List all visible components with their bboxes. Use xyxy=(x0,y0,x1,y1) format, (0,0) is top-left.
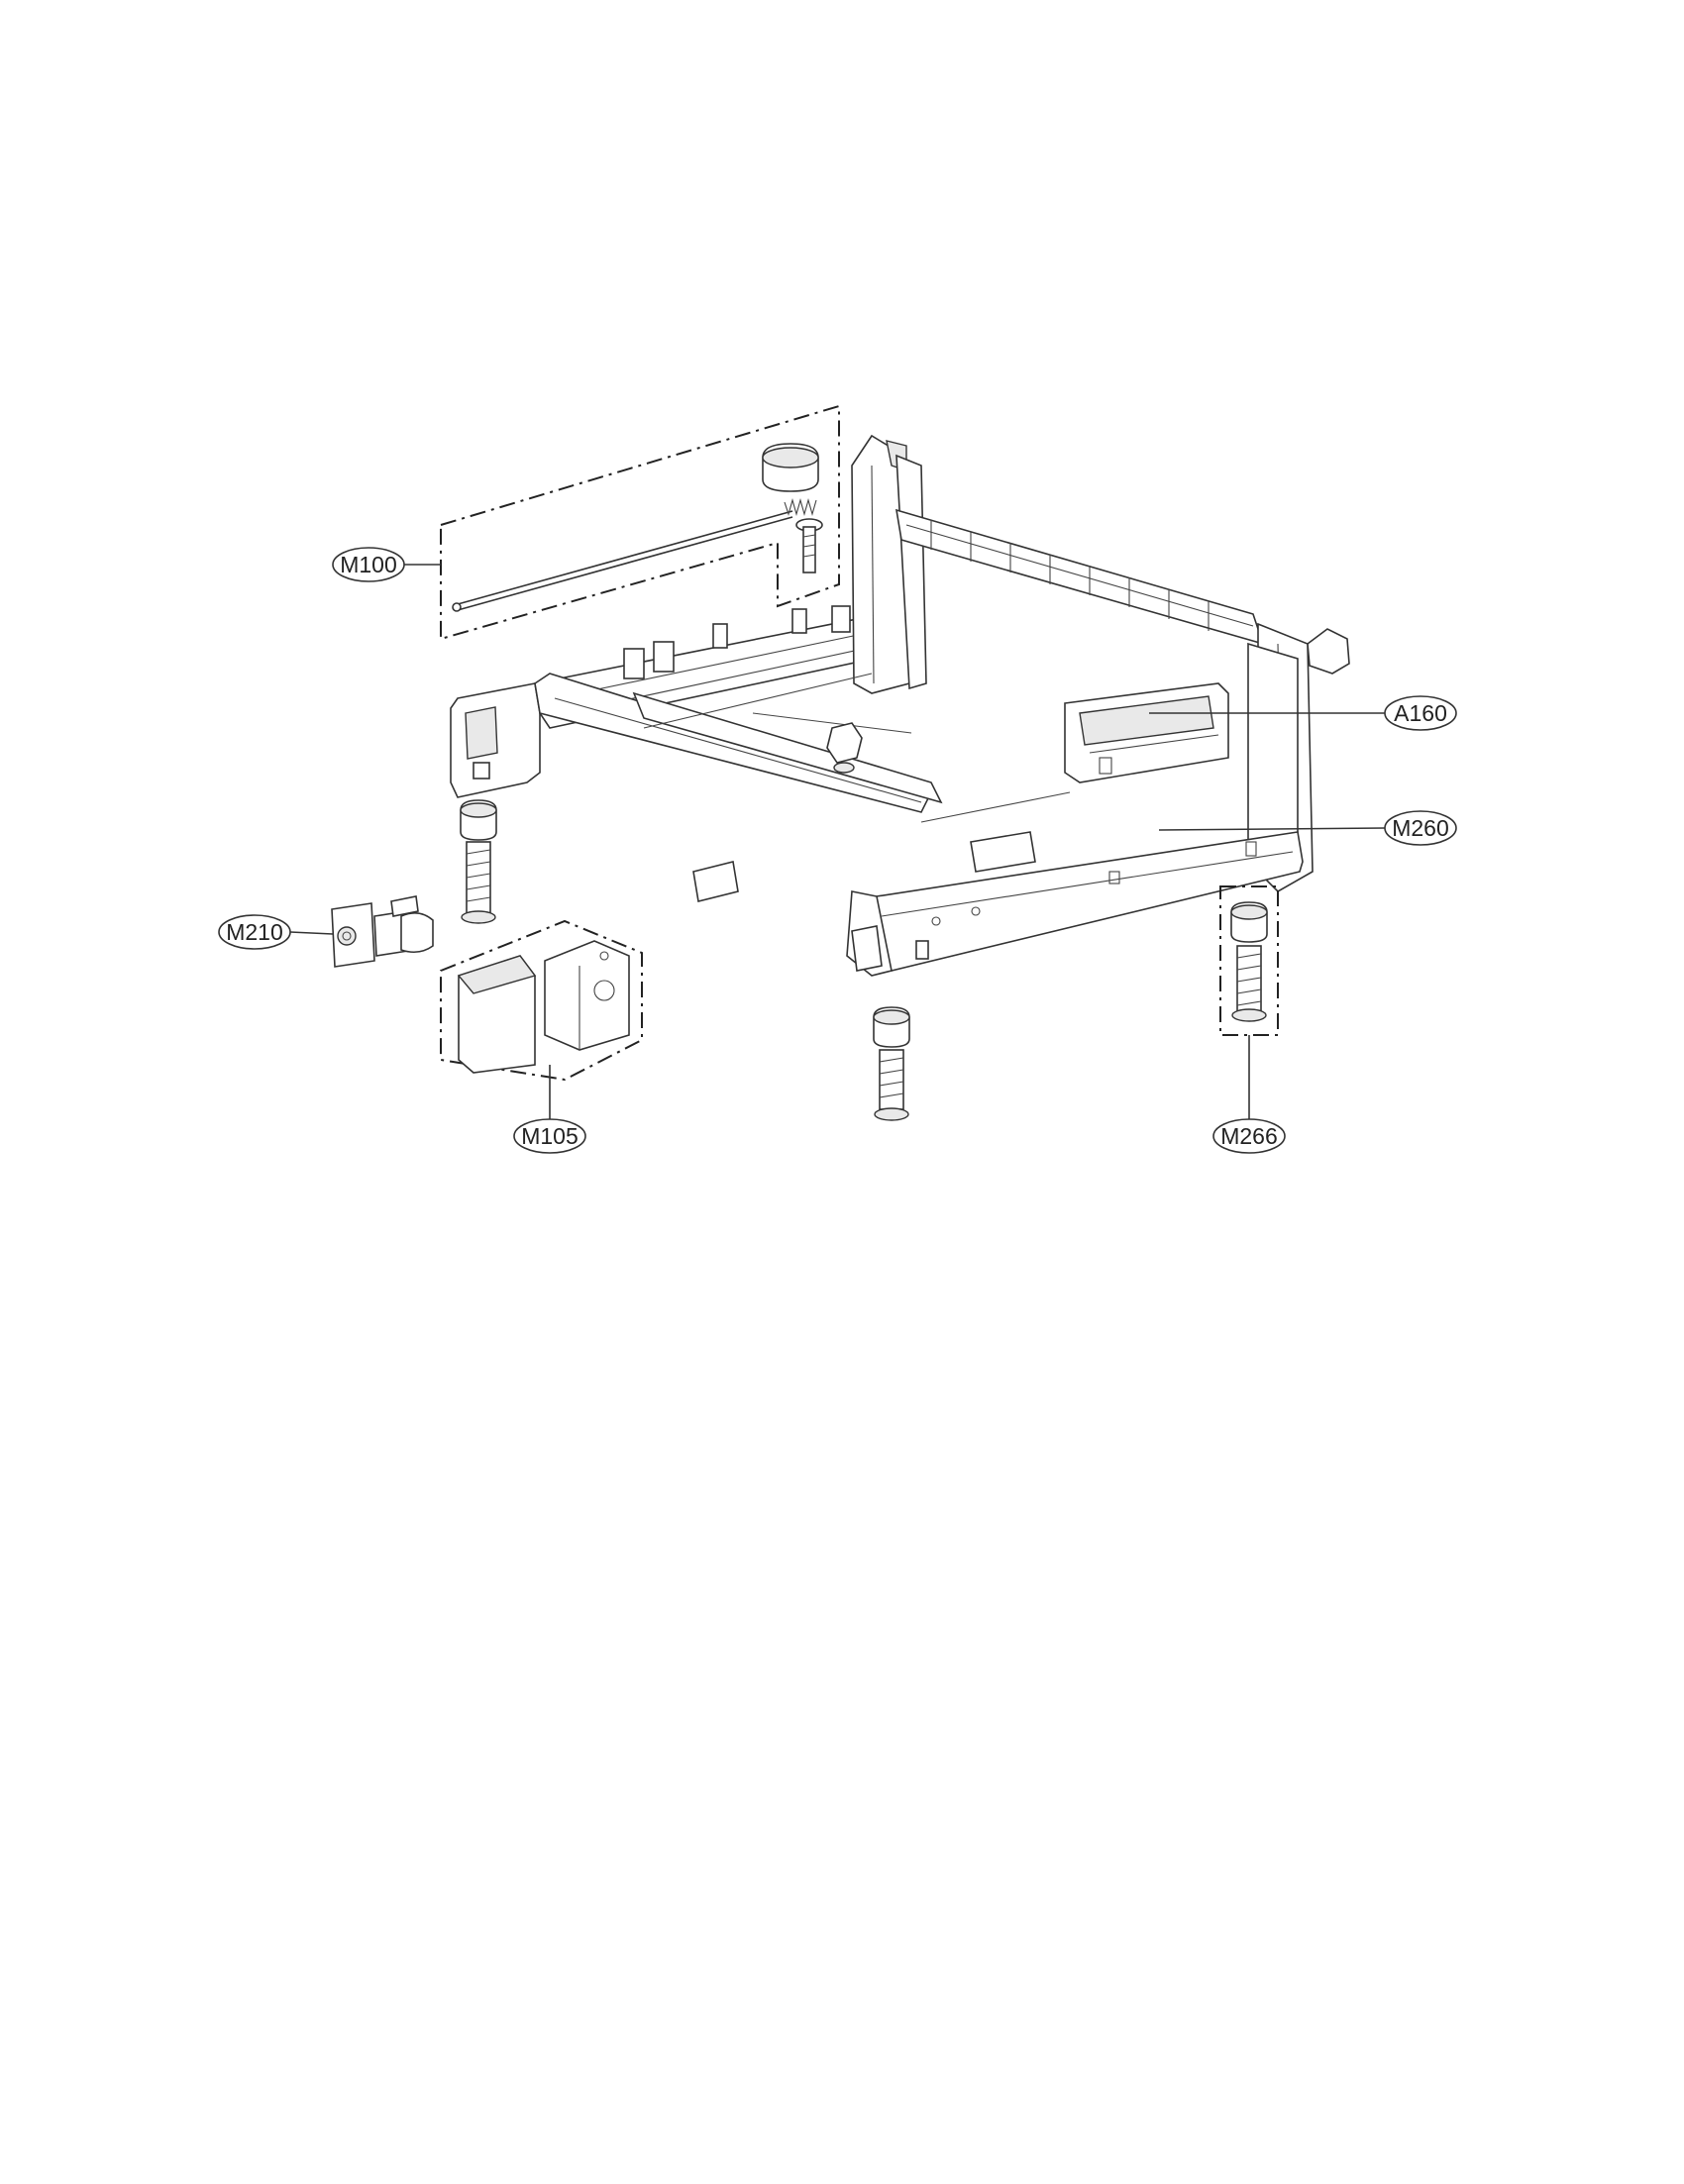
leader-lines xyxy=(289,564,1386,1119)
callout-m266: M266 xyxy=(1212,1118,1286,1154)
m210-valve xyxy=(331,895,434,968)
callout-a160: A160 xyxy=(1384,695,1457,731)
center-foot-assembly xyxy=(873,1006,910,1121)
callout-m100-label: M100 xyxy=(340,552,397,577)
base-frame xyxy=(450,434,1350,977)
callout-m105: M105 xyxy=(513,1118,586,1154)
m100-group xyxy=(440,404,840,641)
m105-group xyxy=(440,919,643,1082)
left-foot-assembly xyxy=(460,799,497,924)
callout-m210-label: M210 xyxy=(226,919,283,945)
m266-group xyxy=(1219,885,1279,1036)
callout-m210: M210 xyxy=(218,914,291,950)
callout-a160-label: A160 xyxy=(1394,700,1447,726)
callout-m105-label: M105 xyxy=(521,1123,579,1149)
callout-m266-label: M266 xyxy=(1220,1123,1278,1149)
callout-m100: M100 xyxy=(332,547,405,582)
callout-m260: M260 xyxy=(1384,810,1457,846)
callout-m260-label: M260 xyxy=(1392,815,1449,841)
